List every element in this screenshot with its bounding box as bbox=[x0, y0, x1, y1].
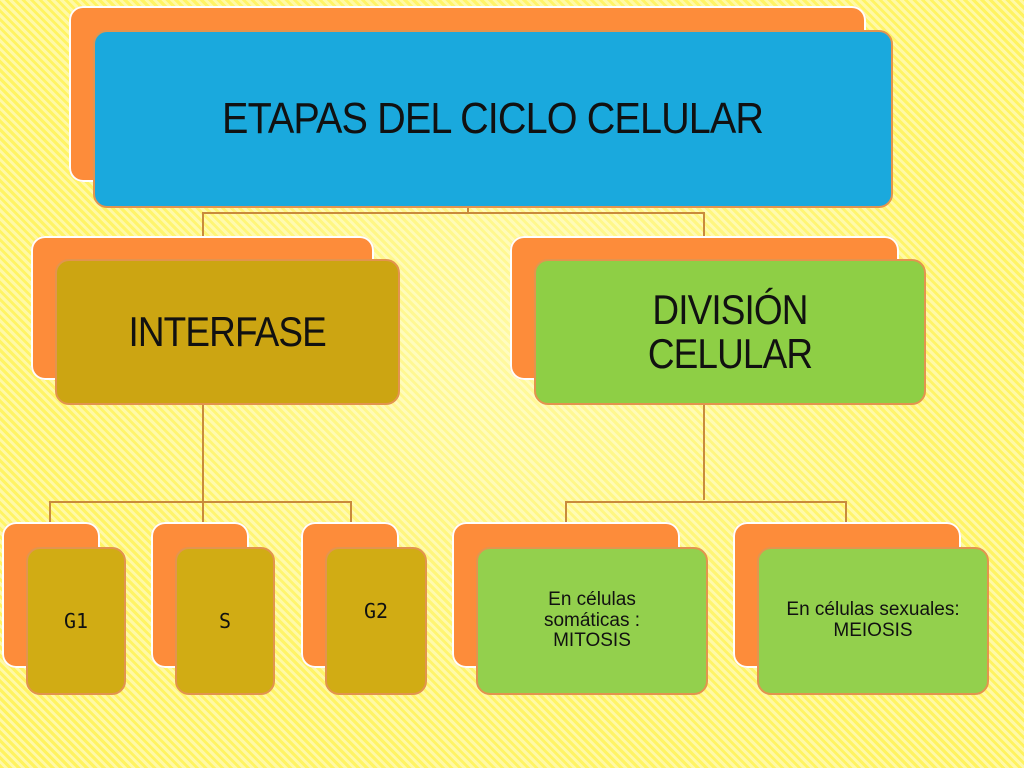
s-box: S bbox=[175, 547, 275, 695]
meiosis-box: En células sexuales: MEIOSIS bbox=[757, 547, 989, 695]
title-box: ETAPAS DEL CICLO CELULAR bbox=[93, 30, 893, 208]
mitosis-label: En células somáticas : MITOSIS bbox=[543, 588, 641, 652]
interfase-box: INTERFASE bbox=[55, 259, 400, 405]
g1-label: G1 bbox=[63, 609, 89, 633]
meiosis-label: En células sexuales: MEIOSIS bbox=[786, 599, 960, 641]
mitosis-box: En células somáticas : MITOSIS bbox=[476, 547, 708, 695]
connector-division-children bbox=[565, 390, 847, 522]
division-label: DIVISIÓN CELULAR bbox=[647, 285, 813, 377]
g2-label: G2 bbox=[363, 599, 389, 623]
g2-box: G2 bbox=[325, 547, 427, 695]
interfase-label: INTERFASE bbox=[128, 307, 327, 355]
g1-box: G1 bbox=[26, 547, 126, 695]
s-label: S bbox=[218, 609, 232, 633]
connector-interfase-children bbox=[49, 390, 352, 522]
title-text: ETAPAS DEL CICLO CELULAR bbox=[222, 94, 764, 143]
division-box: DIVISIÓN CELULAR bbox=[534, 259, 926, 405]
